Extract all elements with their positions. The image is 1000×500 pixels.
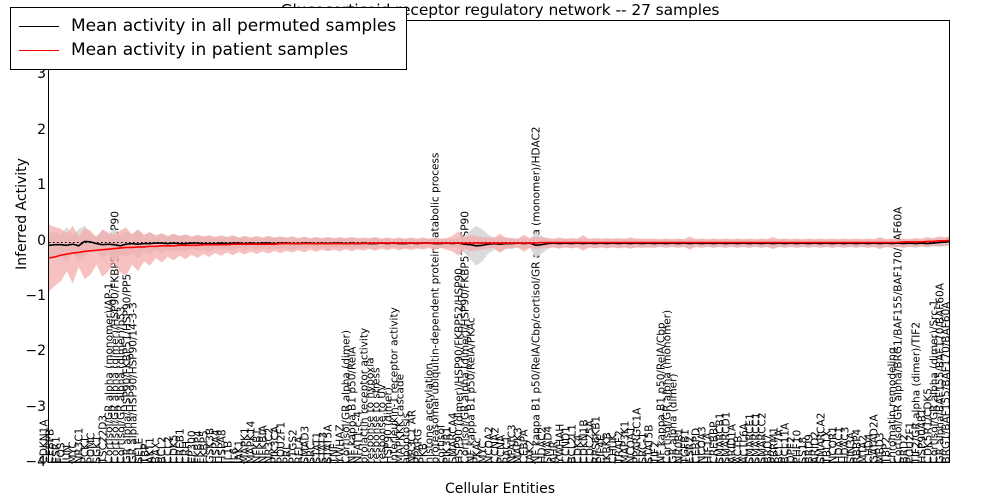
y-tick-label: −2 [25, 343, 46, 360]
x-axis-label: Cellular Entities [444, 481, 556, 497]
y-tick-label: −3 [25, 398, 46, 415]
legend-label-patient: Mean activity in patient samples [71, 40, 349, 60]
legend-item-patient: Mean activity in patient samples [19, 38, 396, 62]
y-tick-label: 0 [37, 232, 46, 249]
y-tick-label: 3 [37, 66, 46, 83]
confidence-band [49, 224, 949, 292]
y-tick-label: −1 [25, 287, 46, 304]
y-tick-label: 1 [37, 177, 46, 194]
chart-legend: Mean activity in all permuted samples Me… [10, 7, 408, 70]
y-tick-label: −4 [25, 454, 46, 470]
legend-line-swatch-permuted [19, 25, 59, 27]
plot-axes [48, 20, 950, 463]
legend-line-swatch-patient [19, 49, 59, 51]
legend-label-permuted: Mean activity in all permuted samples [71, 16, 397, 36]
plot-canvas [49, 224, 949, 292]
legend-item-permuted: Mean activity in all permuted samples [19, 14, 396, 38]
series-line [49, 239, 949, 259]
y-tick-label: 2 [37, 121, 46, 138]
